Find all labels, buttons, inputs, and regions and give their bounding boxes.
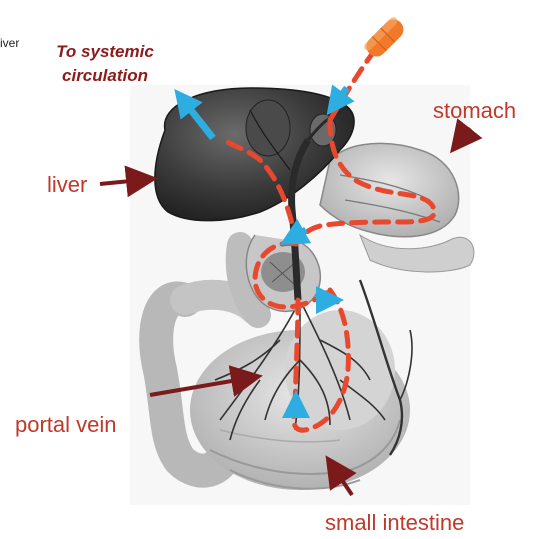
systemic-circulation-label: To systemic circulation bbox=[40, 40, 170, 88]
liver-label: liver bbox=[47, 172, 87, 198]
corner-label: iver bbox=[0, 36, 19, 50]
stomach-label: stomach bbox=[433, 98, 516, 124]
small-intestine-label: small intestine bbox=[325, 510, 464, 536]
portal-vein-label: portal vein bbox=[15, 412, 117, 438]
systemic-line2: circulation bbox=[40, 64, 170, 88]
systemic-line1: To systemic bbox=[40, 40, 170, 64]
